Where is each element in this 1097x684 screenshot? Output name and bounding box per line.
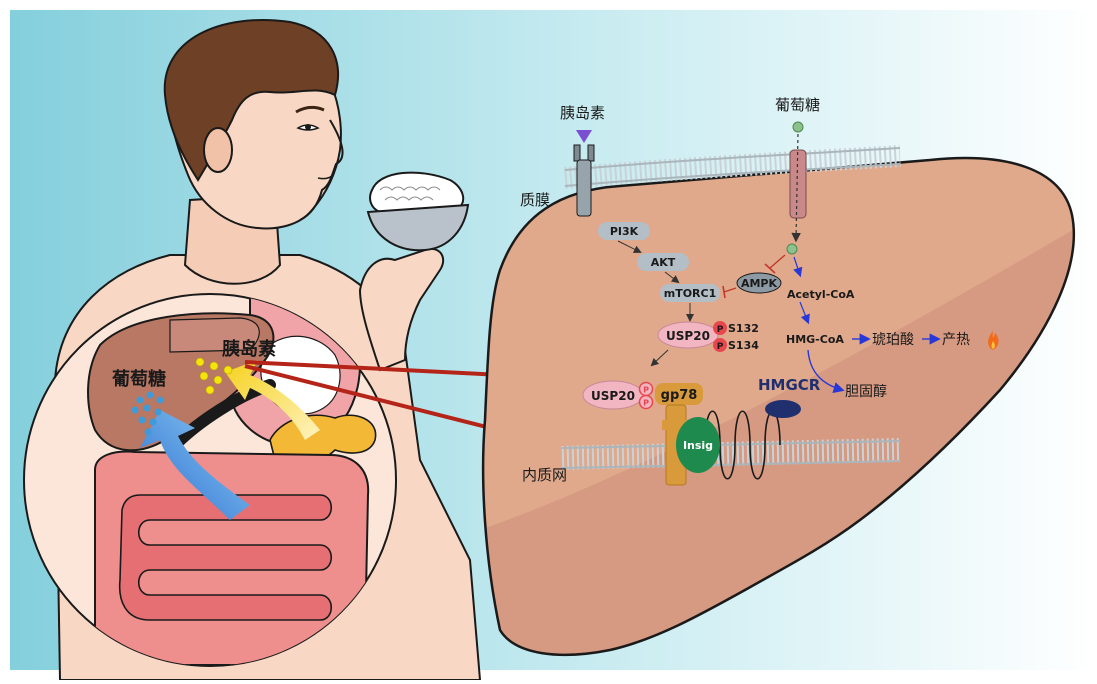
- svg-text:gp78: gp78: [661, 388, 698, 403]
- insulin-organ-label: 胰岛素: [221, 338, 276, 360]
- hmgcr-protein: [765, 400, 801, 418]
- svg-text:USP20: USP20: [591, 389, 635, 403]
- svg-text:AMPK: AMPK: [741, 277, 778, 290]
- akt-node: AKT: [637, 253, 689, 271]
- svg-text:P: P: [643, 399, 649, 408]
- glucose-organ-label: 葡萄糖: [111, 368, 166, 390]
- hmgcr-label: HMGCR: [758, 376, 821, 394]
- acetyl-coa-label: Acetyl-CoA: [787, 288, 855, 301]
- svg-text:P: P: [643, 386, 649, 395]
- svg-text:USP20: USP20: [666, 329, 710, 343]
- insulin-top-label: 胰岛素: [560, 104, 605, 122]
- svg-text:AKT: AKT: [651, 256, 676, 269]
- phospho-s134: P S134: [713, 338, 759, 352]
- thermogenesis-label: 产热: [942, 332, 970, 348]
- rice-bowl-icon: [368, 173, 468, 251]
- succinate-label: 琥珀酸: [872, 332, 914, 348]
- pi3k-node: PI3K: [598, 222, 650, 240]
- glucose-top-label: 葡萄糖: [775, 96, 820, 114]
- svg-text:S132: S132: [728, 322, 759, 335]
- svg-text:S134: S134: [728, 339, 759, 352]
- svg-text:mTORC1: mTORC1: [664, 287, 717, 300]
- mtorc1-node: mTORC1: [660, 284, 720, 302]
- usp20-node: USP20: [658, 322, 718, 348]
- er-label: 内质网: [522, 466, 567, 484]
- cholesterol-label: 胆固醇: [845, 383, 887, 400]
- hmg-coa-label: HMG-CoA: [786, 333, 844, 346]
- ampk-node: AMPK: [737, 273, 781, 293]
- insig-protein: Insig: [676, 417, 720, 473]
- plasma-membrane-label: 质膜: [520, 191, 550, 209]
- svg-text:P: P: [717, 325, 724, 335]
- phospho-s132: P S132: [713, 321, 759, 335]
- svg-text:Insig: Insig: [683, 439, 713, 452]
- svg-text:P: P: [717, 342, 724, 352]
- svg-text:PI3K: PI3K: [610, 225, 639, 238]
